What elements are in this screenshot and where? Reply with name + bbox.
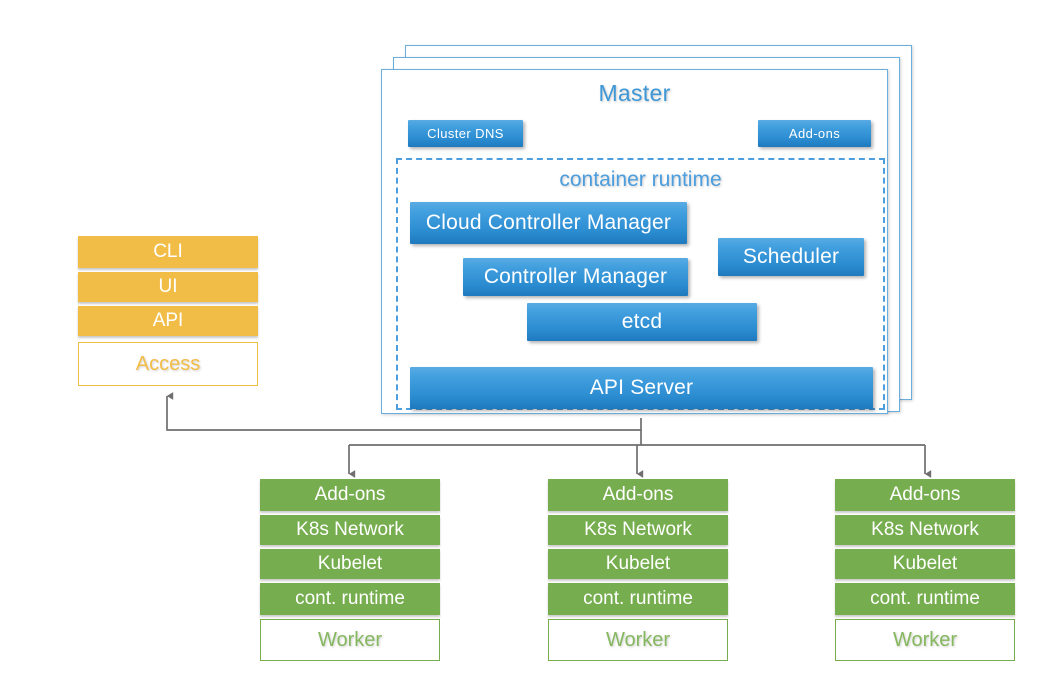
access-footer: Access (78, 342, 258, 386)
master-title: Master (598, 80, 671, 106)
worker-node-2-layer-k8s-network[interactable]: K8s Network (548, 515, 728, 545)
api-server-box[interactable]: API Server (410, 367, 873, 409)
worker-node-1-footer: Worker (260, 619, 440, 661)
worker-node-1-layer-cont-runtime[interactable]: cont. runtime (260, 583, 440, 615)
worker-node-2-footer: Worker (548, 619, 728, 661)
worker-node-3-layer-kubelet[interactable]: Kubelet (835, 549, 1015, 579)
controller-manager-box[interactable]: Controller Manager (463, 258, 688, 296)
worker-node-3-layer-add-ons[interactable]: Add-ons (835, 479, 1015, 511)
worker-node-1-layer-add-ons[interactable]: Add-ons (260, 479, 440, 511)
access-layer-ui[interactable]: UI (78, 272, 258, 302)
etcd-box[interactable]: etcd (527, 303, 757, 341)
worker-node-3-layer-cont-runtime[interactable]: cont. runtime (835, 583, 1015, 615)
cloud-controller-manager-box[interactable]: Cloud Controller Manager (410, 202, 687, 244)
worker-node-1-layer-k8s-network[interactable]: K8s Network (260, 515, 440, 545)
worker-node-2-layer-kubelet[interactable]: Kubelet (548, 549, 728, 579)
scheduler-box[interactable]: Scheduler (718, 238, 864, 276)
access-layer-api[interactable]: API (78, 306, 258, 336)
worker-node-2-layer-cont-runtime[interactable]: cont. runtime (548, 583, 728, 615)
worker-node-1-layer-kubelet[interactable]: Kubelet (260, 549, 440, 579)
container-runtime-title: container runtime (559, 168, 722, 191)
worker-node-2-layer-add-ons[interactable]: Add-ons (548, 479, 728, 511)
cluster-dns-box[interactable]: Cluster DNS (408, 120, 523, 147)
access-layer-cli[interactable]: CLI (78, 236, 258, 268)
master-addons-box[interactable]: Add-ons (758, 120, 871, 147)
container-runtime-boundary (396, 158, 885, 410)
worker-node-3-footer: Worker (835, 619, 1015, 661)
worker-node-3-layer-k8s-network[interactable]: K8s Network (835, 515, 1015, 545)
